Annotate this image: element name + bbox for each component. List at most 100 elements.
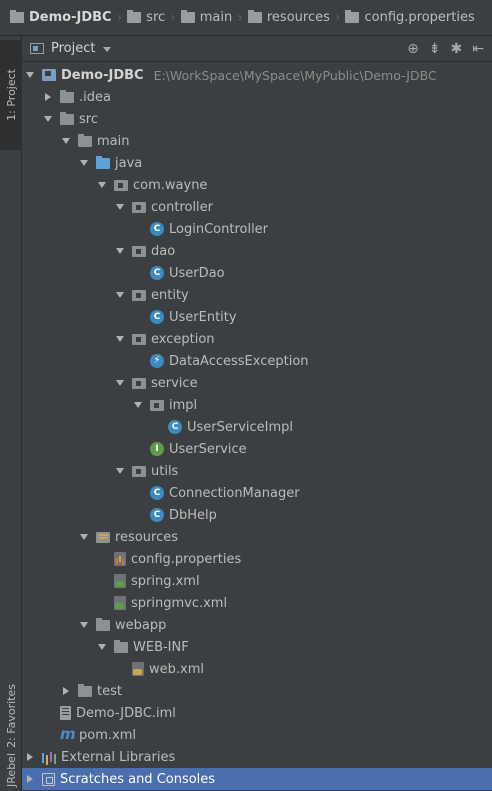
web-xml-file-icon	[132, 662, 144, 676]
chevron-down-icon[interactable]	[116, 247, 124, 255]
chevron-down-icon[interactable]	[116, 291, 124, 299]
tree-node-label: utils	[151, 463, 179, 479]
folder-icon	[60, 112, 74, 125]
tree-node[interactable]: C UserDao	[22, 262, 492, 284]
chevron-down-icon[interactable]	[116, 467, 124, 475]
folder-icon	[114, 640, 128, 653]
tree-node[interactable]: controller	[22, 196, 492, 218]
chevron-down-icon[interactable]	[116, 379, 124, 387]
tree-node[interactable]: ⚡DataAccessException	[22, 350, 492, 372]
tree-node[interactable]: springmvc.xml	[22, 592, 492, 614]
iml-file-icon	[60, 706, 71, 720]
project-panel-toolbar: ⊕ ⇟ ✱ ⇤	[407, 36, 484, 62]
project-panel-title: Project	[51, 41, 96, 56]
tree-node-label: UserService	[169, 441, 247, 457]
tree-node[interactable]: Demo-JDBC.iml	[22, 702, 492, 724]
tree-node[interactable]: utils	[22, 460, 492, 482]
tree-node-label: entity	[151, 287, 189, 303]
chevron-down-icon[interactable]	[80, 159, 88, 167]
tree-node-label: UserDao	[169, 265, 225, 281]
breadcrumb-item[interactable]: resources	[247, 0, 330, 36]
chevron-right-icon[interactable]	[26, 775, 34, 783]
chevron-down-icon[interactable]	[44, 115, 52, 123]
chevron-down-icon[interactable]	[116, 335, 124, 343]
tree-node[interactable]: exception	[22, 328, 492, 350]
favorites-tool-tab-label: 2: Favorites	[4, 684, 18, 748]
tree-node-label: spring.xml	[131, 573, 200, 589]
source-folder-icon	[96, 156, 110, 169]
chevron-down-icon[interactable]	[62, 137, 70, 145]
chevron-down-icon[interactable]	[116, 203, 124, 211]
tree-node-label: DataAccessException	[169, 353, 309, 369]
tree-node[interactable]: config.properties	[22, 548, 492, 570]
breadcrumb-item[interactable]: Demo-JDBC	[10, 0, 112, 36]
breadcrumb-label: Demo-JDBC	[29, 10, 112, 25]
tree-node-label: exception	[151, 331, 215, 347]
chevron-down-icon[interactable]	[26, 71, 34, 79]
xml-file-icon	[114, 574, 126, 588]
properties-file-icon	[345, 10, 360, 23]
sync-icon[interactable]: ⊕	[407, 41, 419, 57]
breadcrumb-item[interactable]: src	[127, 0, 165, 36]
chevron-down-icon[interactable]	[80, 621, 88, 629]
folder-icon	[96, 618, 110, 631]
chevron-down-icon	[103, 47, 112, 52]
chevron-down-icon[interactable]	[80, 533, 88, 541]
xml-file-icon	[114, 596, 126, 610]
project-tool-tab[interactable]: 1: Project	[0, 40, 22, 150]
hide-icon[interactable]: ⇤	[472, 41, 484, 57]
chevron-right-icon[interactable]	[62, 687, 70, 695]
chevron-right-icon[interactable]	[44, 93, 52, 101]
tree-node[interactable]: WEB-INF	[22, 636, 492, 658]
tree-node[interactable]: spring.xml	[22, 570, 492, 592]
tree-node[interactable]: resources	[22, 526, 492, 548]
tree-node-label: web.xml	[149, 661, 204, 677]
tree-node[interactable]: dao	[22, 240, 492, 262]
tree-node-label: .idea	[79, 89, 111, 105]
tree-node-label: ConnectionManager	[169, 485, 300, 501]
chevron-down-icon[interactable]	[98, 181, 106, 189]
class-icon: C	[150, 310, 164, 324]
gear-icon[interactable]: ✱	[450, 41, 463, 57]
tree-node[interactable]: com.wayne	[22, 174, 492, 196]
tree-node[interactable]: java	[22, 152, 492, 174]
tree-node[interactable]: webapp	[22, 614, 492, 636]
jrebel-tool-tab[interactable]: JRebel	[0, 748, 22, 791]
tree-node[interactable]: Scratches and Consoles	[22, 768, 492, 790]
project-view-selector[interactable]: Project	[30, 41, 112, 56]
tree-node[interactable]: main	[22, 130, 492, 152]
collapse-icon[interactable]: ⇟	[428, 41, 441, 57]
navigation-breadcrumb: Demo-JDBC›src›main›resources›config.prop…	[0, 0, 492, 36]
tree-node[interactable]: impl	[22, 394, 492, 416]
breadcrumb-item[interactable]: config.properties	[345, 0, 475, 36]
class-icon: C	[150, 266, 164, 280]
chevron-right-icon[interactable]	[26, 753, 34, 761]
chevron-down-icon[interactable]	[134, 401, 142, 409]
tree-node-label: WEB-INF	[133, 639, 189, 655]
tree-node[interactable]: External Libraries	[22, 746, 492, 768]
tree-node[interactable]: .idea	[22, 86, 492, 108]
tree-node[interactable]: web.xml	[22, 658, 492, 680]
tree-node-label: Demo-JDBC.iml	[76, 705, 176, 721]
breadcrumb-item[interactable]: main	[180, 0, 232, 36]
folder-icon	[180, 10, 195, 23]
package-icon	[132, 378, 146, 389]
project-icon	[30, 43, 44, 54]
tree-node[interactable]: src	[22, 108, 492, 130]
tree-node-label: impl	[169, 397, 198, 413]
tree-node[interactable]: entity	[22, 284, 492, 306]
tree-node[interactable]: test	[22, 680, 492, 702]
tree-node-label: UserServiceImpl	[187, 419, 294, 435]
libraries-icon	[42, 751, 56, 763]
tree-node[interactable]: service	[22, 372, 492, 394]
chevron-down-icon[interactable]	[98, 643, 106, 651]
tree-node-label: DbHelp	[169, 507, 217, 523]
